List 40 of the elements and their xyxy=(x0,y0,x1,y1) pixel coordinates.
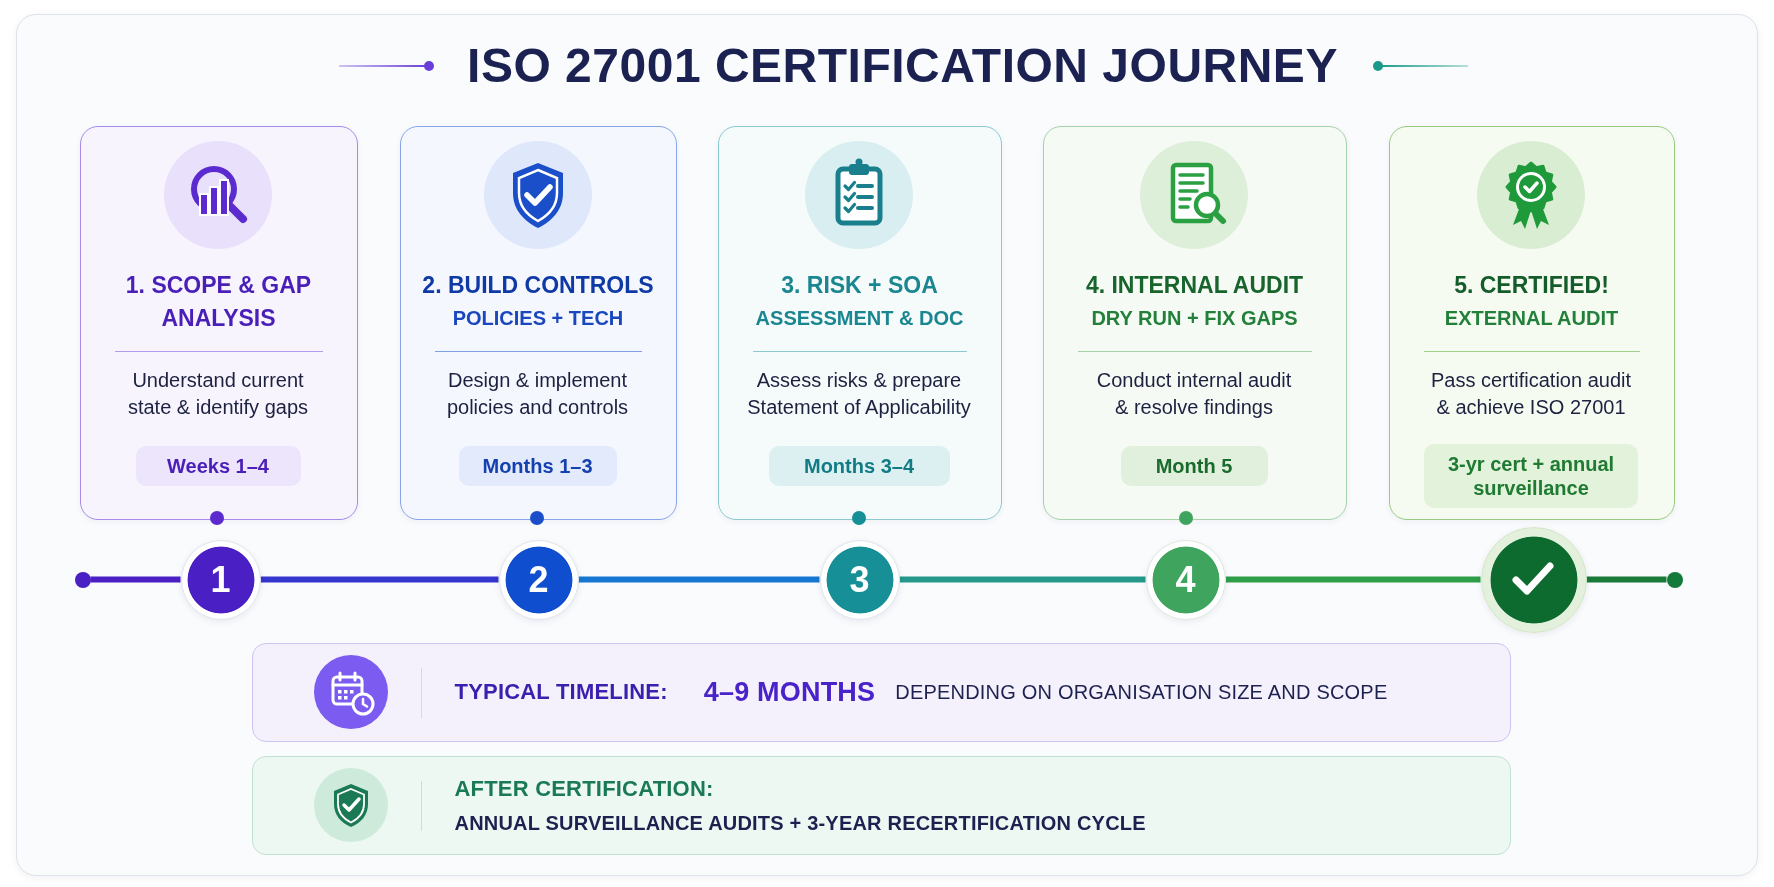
step-marker: 1 xyxy=(180,539,261,620)
title: ISO 27001 CERTIFICATION JOURNEY xyxy=(467,37,1338,94)
timeline-line xyxy=(1225,576,1481,583)
timeline-line xyxy=(90,576,181,583)
step-title: 5. CERTIFIED! xyxy=(1454,270,1609,300)
step-description: Assess risks & prepare Statement of Applicability xyxy=(746,367,972,420)
step-title: 1. SCOPE & GAP ANALYSIS xyxy=(124,270,313,333)
step-card xyxy=(1388,125,1675,520)
step-subtitle: DRY RUN + FIX GAPS xyxy=(1091,305,1298,331)
step-marker: 2 xyxy=(498,539,579,620)
step-description: Understand current state & identify gaps xyxy=(126,367,310,420)
endpoint-dot-icon xyxy=(1666,571,1683,588)
panel-label: AFTER CERTIFICATION: xyxy=(454,774,714,803)
endpoint-dot-icon xyxy=(74,571,91,588)
step-title: 3. RISK + SOA xyxy=(781,270,938,300)
duration-tag: Month 5 xyxy=(1120,445,1268,486)
step-subtitle: EXTERNAL AUDIT xyxy=(1444,305,1619,331)
timeline-line xyxy=(1586,576,1667,583)
duration-tag: 3-yr cert + annual surveillance xyxy=(1424,443,1638,508)
step-description: Design & implement policies and controls xyxy=(445,367,630,420)
step-description: Conduct internal audit & resolve findings xyxy=(1095,367,1293,420)
panel-label: TYPICAL TIMELINE: xyxy=(454,677,668,706)
step-title: 2. BUILD CONTROLS xyxy=(422,270,654,300)
panel-highlight: 4–9 MONTHS xyxy=(703,675,876,709)
panel-text: ANNUAL SURVEILLANCE AUDITS + 3-YEAR RECERTIFICATION CYCLE xyxy=(454,810,1146,836)
step-title: 4. INTERNAL AUDIT xyxy=(1085,270,1304,300)
timeline-line xyxy=(260,576,499,583)
step-subtitle: POLICIES + TECH xyxy=(452,305,624,331)
timeline-line xyxy=(899,576,1146,583)
duration-tag: Months 1–3 xyxy=(458,445,617,486)
info-panel xyxy=(251,755,1511,855)
step-description: Pass certification audit & achieve ISO 27001 xyxy=(1429,367,1633,420)
step-subtitle: ASSESSMENT & DOC xyxy=(755,305,964,331)
step-marker: 3 xyxy=(819,539,900,620)
info-panel xyxy=(251,642,1511,742)
panel-text: DEPENDING ON ORGANISATION SIZE AND SCOPE xyxy=(895,679,1388,705)
step-marker: 4 xyxy=(1145,539,1226,620)
timeline-line xyxy=(578,576,820,583)
duration-tag: Weeks 1–4 xyxy=(135,445,301,486)
duration-tag: Months 3–4 xyxy=(768,445,950,486)
